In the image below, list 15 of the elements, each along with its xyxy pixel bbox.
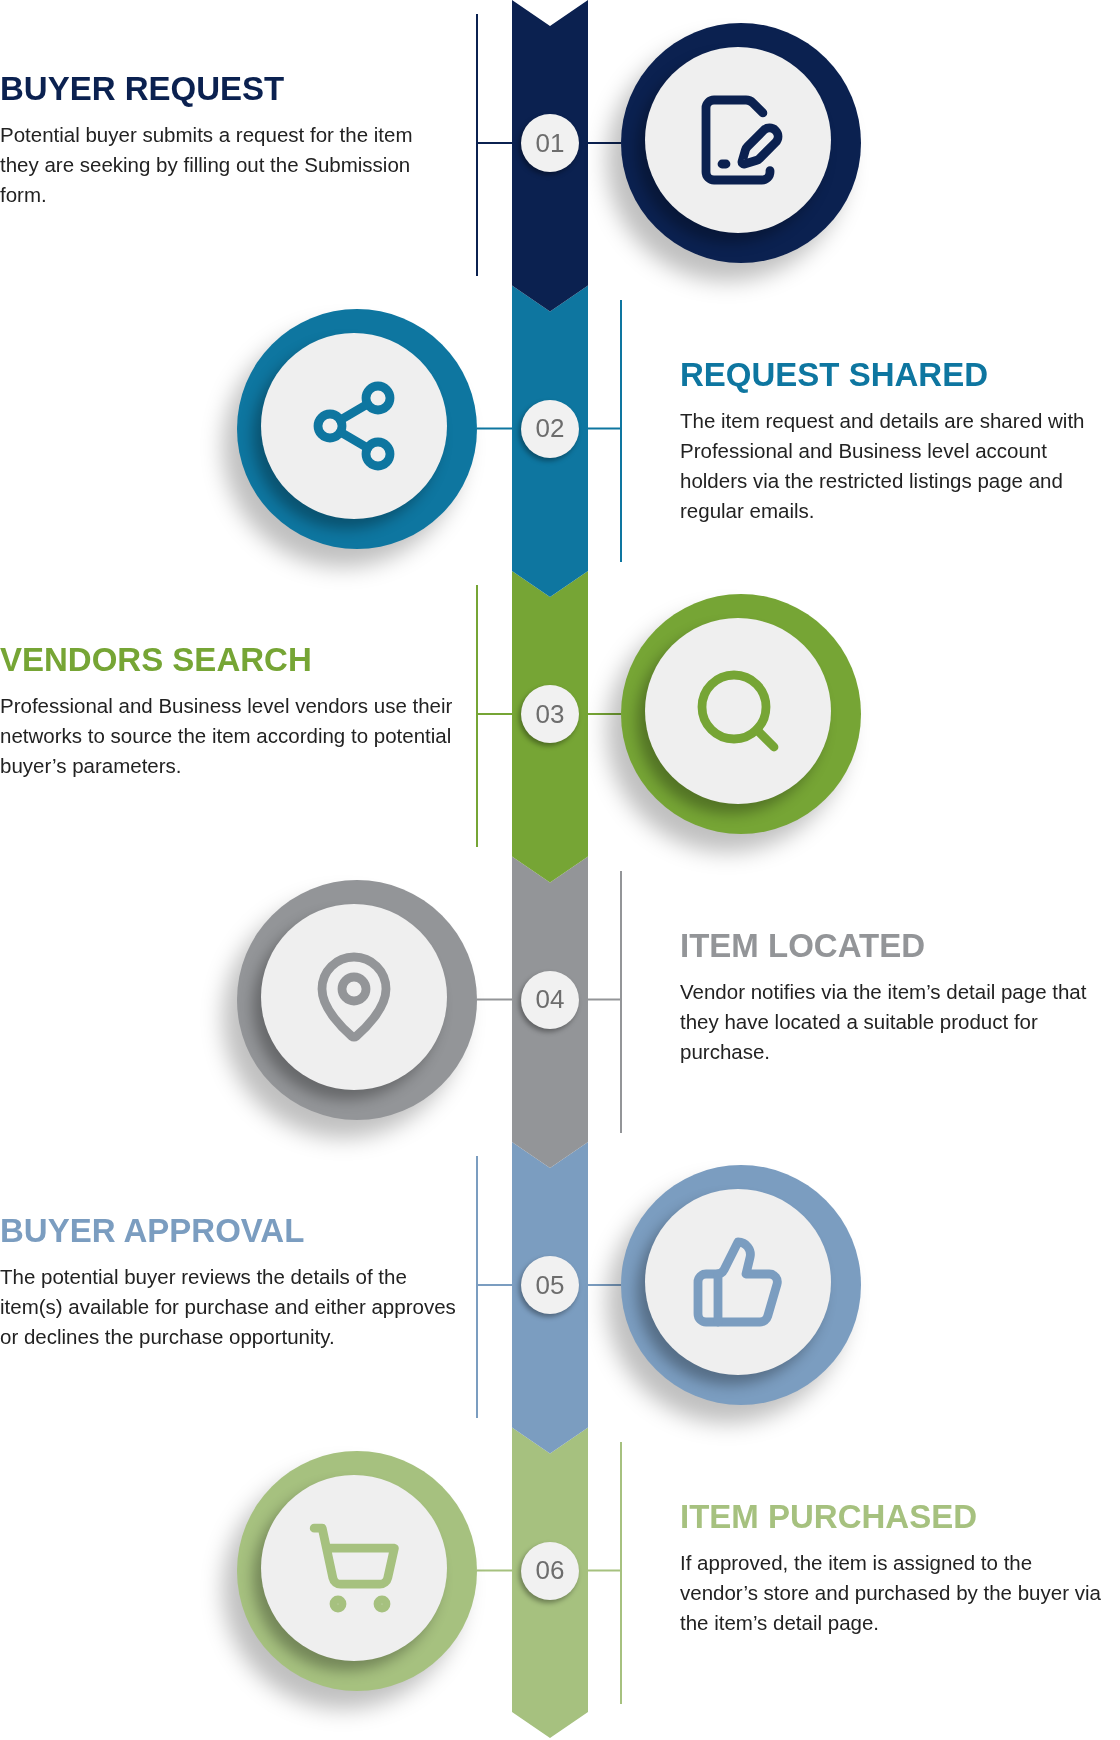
step-heading: ITEM LOCATED xyxy=(680,926,927,965)
step-heading: VENDORS SEARCH xyxy=(0,641,313,679)
step-heading: REQUEST SHARED xyxy=(680,355,990,394)
step-heading: ITEM PURCHASED xyxy=(680,1497,979,1536)
step-heading: BUYER APPROVAL xyxy=(0,1212,306,1250)
step-text-block xyxy=(0,585,478,847)
step-description: Potential buyer submits a request for the item they are seeking by filling out the Submission form. xyxy=(0,122,414,208)
step-description: The potential buyer reviews the details of the item(s) available for purchase and either approves or declines the purchase opportunity. xyxy=(0,1264,456,1350)
step-heading: BUYER REQUEST xyxy=(0,70,286,108)
step-text-block xyxy=(0,14,478,276)
step-text-block xyxy=(0,1156,478,1418)
step-description: The item request and details are shared with Professional and Business level account holders via the restricted listings page and regular emails. xyxy=(680,407,1086,524)
step-description: Vendor notifies via the item’s detail page that they have located a suitable product for purchase. xyxy=(680,978,1088,1065)
step-description: If approved, the item is assigned to the vendor’s store and purchased by the buyer via the item’s detail page. xyxy=(680,1549,1102,1636)
step-description: Professional and Business level vendors use their networks to source the item according to potential buyer’s parameters. xyxy=(0,693,454,779)
